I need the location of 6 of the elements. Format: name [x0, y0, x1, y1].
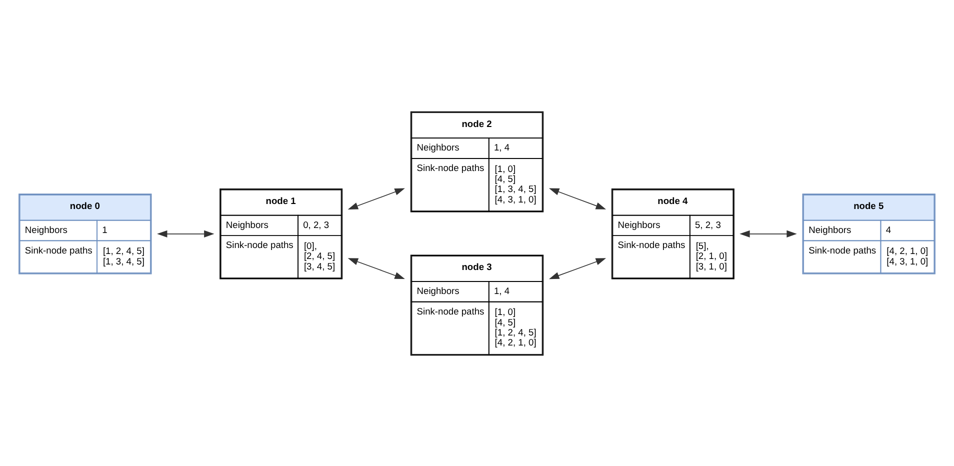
arrow: [548, 188, 606, 209]
arrow: [548, 258, 606, 279]
arrow: [157, 230, 214, 237]
arrow: [348, 188, 405, 209]
arrow: [740, 230, 797, 237]
arrow: [348, 258, 405, 279]
